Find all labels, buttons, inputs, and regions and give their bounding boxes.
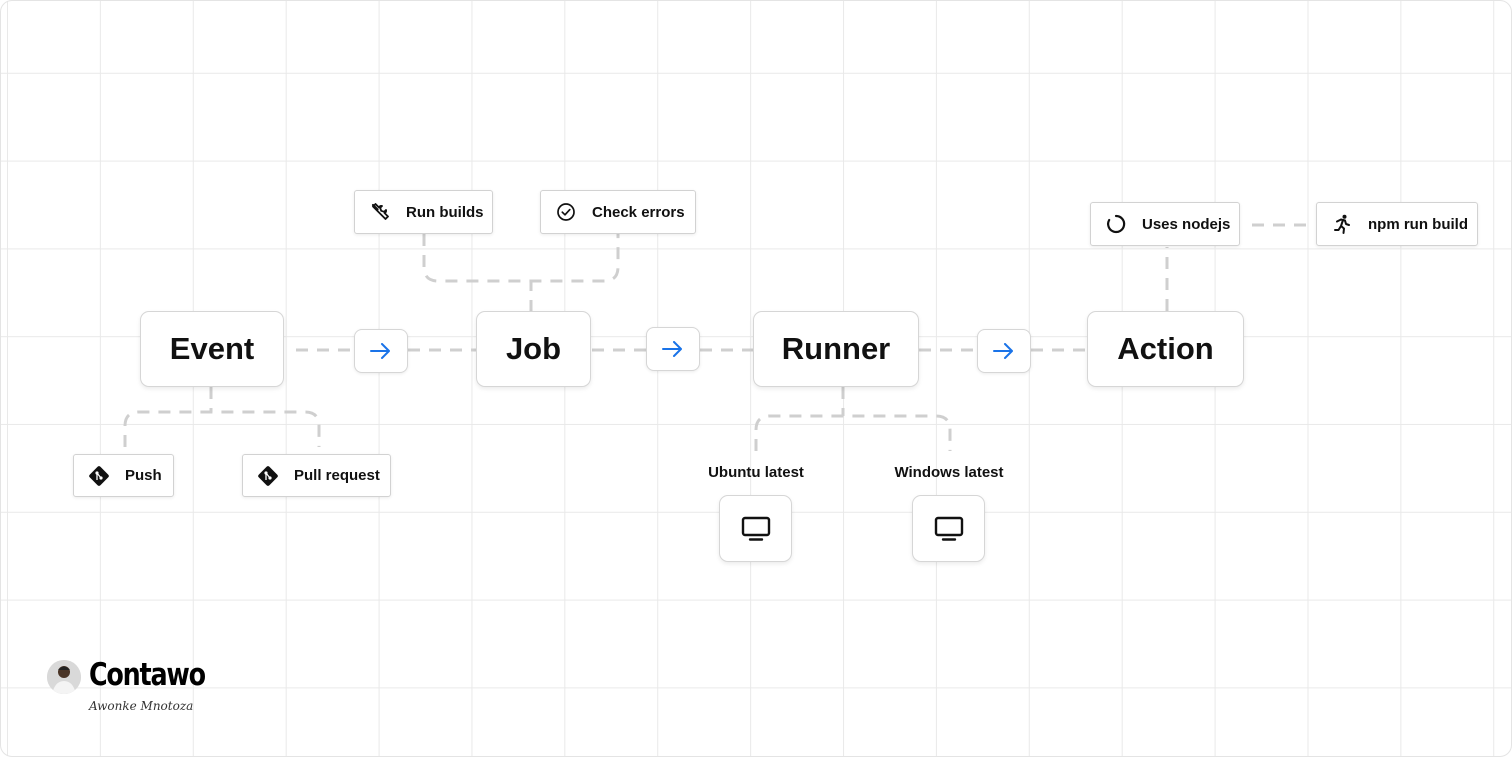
trigger-push-label: Push xyxy=(125,467,162,484)
node-action-label: Action xyxy=(1117,331,1214,366)
check-circle-icon xyxy=(555,201,577,223)
arrow-right-icon xyxy=(993,343,1013,359)
runner-windows-box[interactable] xyxy=(912,495,985,562)
running-person-icon xyxy=(1331,213,1353,235)
node-job[interactable]: Job xyxy=(476,311,591,387)
arrow-right-icon xyxy=(662,341,682,357)
loading-circle-icon xyxy=(1105,213,1127,235)
git-commit-icon xyxy=(257,465,279,487)
node-runner[interactable]: Runner xyxy=(753,311,919,387)
node-job-label: Job xyxy=(505,331,562,366)
brand-name: Contawo xyxy=(89,657,206,693)
node-action[interactable]: Action xyxy=(1087,311,1244,387)
node-event[interactable]: Event xyxy=(140,311,284,387)
action-step-uses-nodejs[interactable]: Uses nodejs xyxy=(1090,202,1240,246)
flow-arrow-1[interactable] xyxy=(354,329,408,373)
runner-ubuntu-box[interactable] xyxy=(719,495,792,562)
job-step-run-builds[interactable]: Run builds xyxy=(354,190,493,234)
action-step-npm-run-build[interactable]: npm run build xyxy=(1316,202,1478,246)
connector-runner-os xyxy=(754,387,952,451)
brand-author: Awonke Mnotoza xyxy=(89,699,194,713)
trigger-push[interactable]: Push xyxy=(73,454,174,497)
trigger-pull-request[interactable]: Pull request xyxy=(242,454,391,497)
node-runner-label: Runner xyxy=(781,331,891,366)
arrow-right-icon xyxy=(370,343,390,359)
git-commit-icon xyxy=(88,465,110,487)
monitor-icon xyxy=(741,516,770,541)
avatar xyxy=(47,660,81,694)
wrench-icon xyxy=(369,201,391,223)
runner-ubuntu-label: Ubuntu latest xyxy=(708,464,804,481)
action-step-uses-nodejs-label: Uses nodejs xyxy=(1142,215,1231,233)
connector-job-steps xyxy=(422,234,620,312)
monitor-icon xyxy=(934,516,963,541)
connector-event-triggers xyxy=(123,387,321,447)
job-step-check-errors-label: Check errors xyxy=(592,203,685,221)
node-event-label: Event xyxy=(169,331,255,366)
flow-arrow-2[interactable] xyxy=(646,327,700,371)
job-step-check-errors[interactable]: Check errors xyxy=(540,190,696,234)
runner-windows-label: Windows latest xyxy=(894,464,1004,481)
action-step-npm-run-build-label: npm run build xyxy=(1368,215,1468,233)
flow-arrow-3[interactable] xyxy=(977,329,1031,373)
job-step-run-builds-label: Run builds xyxy=(406,203,484,221)
trigger-pull-request-label: Pull request xyxy=(294,467,380,484)
